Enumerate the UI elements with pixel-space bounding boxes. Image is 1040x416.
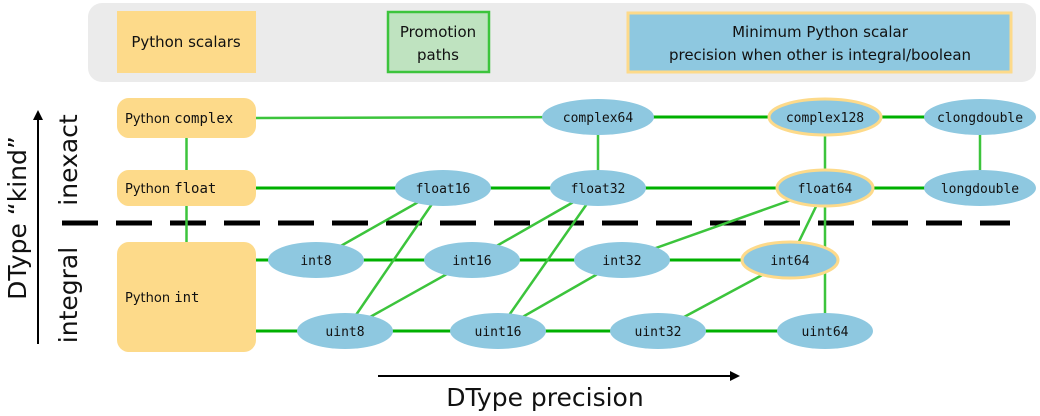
python-node-box: [117, 170, 256, 206]
legend-python-scalars: Python scalars: [117, 11, 256, 73]
python-node-label: Python int: [125, 290, 200, 306]
dtype-node-label: complex64: [563, 111, 634, 126]
legend: Python scalars Promotion paths Minimum P…: [88, 3, 1036, 82]
legend-paths-label-line2: paths: [417, 46, 459, 64]
dtype-node-ellipse: [450, 313, 546, 349]
dtype-node-ellipse: [924, 170, 1036, 206]
dtype-node-float16: float16: [395, 170, 491, 206]
python-node-box: [117, 242, 256, 352]
dtype-node-uint64: uint64: [777, 313, 873, 349]
legend-promotion-paths: Promotion paths: [386, 10, 491, 74]
dtype-node-ellipse: [424, 242, 520, 278]
dtype-node-int8: int8: [268, 242, 364, 278]
dtype-node-ellipse: [542, 99, 654, 135]
dtype-node-label: uint32: [635, 325, 682, 340]
dtype-node-int32: int32: [574, 242, 670, 278]
legend-minprec-swatch: [626, 11, 1013, 74]
python-node-complex: Python complex: [117, 98, 256, 138]
dtype-node-uint16: uint16: [450, 313, 546, 349]
dtype-node-longdouble: longdouble: [924, 170, 1036, 206]
dtype-node-ellipse: [740, 240, 840, 280]
dtype-node-label: clongdouble: [937, 111, 1023, 126]
dtype-node-ellipse: [767, 97, 883, 137]
dtype-node-float64: float64: [775, 168, 875, 208]
kind-axis: DType “kind” inexact integral: [3, 110, 83, 344]
dtype-node-complex64: complex64: [542, 99, 654, 135]
legend-paths-swatch: [386, 10, 491, 74]
dtype-node-ellipse: [610, 313, 706, 349]
precision-axis: DType precision: [378, 371, 740, 412]
legend-paths-label-line1: Promotion: [400, 23, 476, 41]
dtype-node-ellipse: [550, 170, 646, 206]
legend-python-label: Python scalars: [131, 33, 241, 51]
legend-python-swatch: [117, 11, 256, 73]
dtype-node-ellipse: [777, 313, 873, 349]
precision-axis-label: DType precision: [446, 383, 643, 412]
dtype-node-label: float16: [416, 182, 471, 197]
dtype-node-label: uint64: [802, 325, 849, 340]
dtype-node-ellipse: [268, 242, 364, 278]
edge-py_complex-complex64: [255, 115, 599, 120]
dtype-node-uint32: uint32: [610, 313, 706, 349]
dtype-node-label: float64: [798, 182, 853, 197]
dtype-node-int64: int64: [740, 240, 840, 280]
dtype-node-ellipse: [924, 99, 1036, 135]
dtype-node-int16: int16: [424, 242, 520, 278]
dtype-node-label: int64: [770, 254, 809, 269]
integral-label: integral: [54, 247, 83, 343]
python-node-label: Python float: [125, 181, 216, 197]
kind-axis-label: DType “kind”: [3, 136, 32, 300]
dtype-node-label: longdouble: [941, 182, 1019, 197]
inexact-label: inexact: [54, 114, 83, 206]
python-node-float: Python float: [117, 170, 256, 206]
legend-minimum-precision: Minimum Python scalar precision when oth…: [626, 11, 1013, 74]
dtype-node-label: complex128: [786, 111, 864, 126]
python-node-int: Python int: [117, 242, 256, 352]
dtype-node-ellipse: [574, 242, 670, 278]
dtype-node-label: uint8: [325, 325, 364, 340]
dtype-node-clongdouble: clongdouble: [924, 99, 1036, 135]
python-node-label: Python complex: [125, 111, 233, 127]
edge-uint8-float16: [343, 187, 445, 332]
dtype-node-float32: float32: [550, 170, 646, 206]
dtype-node-label: int8: [300, 254, 331, 269]
legend-minprec-label-line1: Minimum Python scalar: [732, 23, 909, 41]
legend-minprec-label-line2: precision when other is integral/boolean: [669, 46, 971, 64]
dtype-node-uint8: uint8: [297, 313, 393, 349]
dtype-node-complex128: complex128: [767, 97, 883, 137]
dtype-node-label: int16: [452, 254, 491, 269]
python-node-box: [117, 98, 256, 138]
dtype-node-label: float32: [571, 182, 626, 197]
dtype-node-label: uint16: [475, 325, 522, 340]
dtype-node-ellipse: [775, 168, 875, 208]
dtype-node-label: int32: [602, 254, 641, 269]
dtype-node-ellipse: [395, 170, 491, 206]
edge-uint16-float32: [496, 187, 600, 332]
dtype-node-ellipse: [297, 313, 393, 349]
